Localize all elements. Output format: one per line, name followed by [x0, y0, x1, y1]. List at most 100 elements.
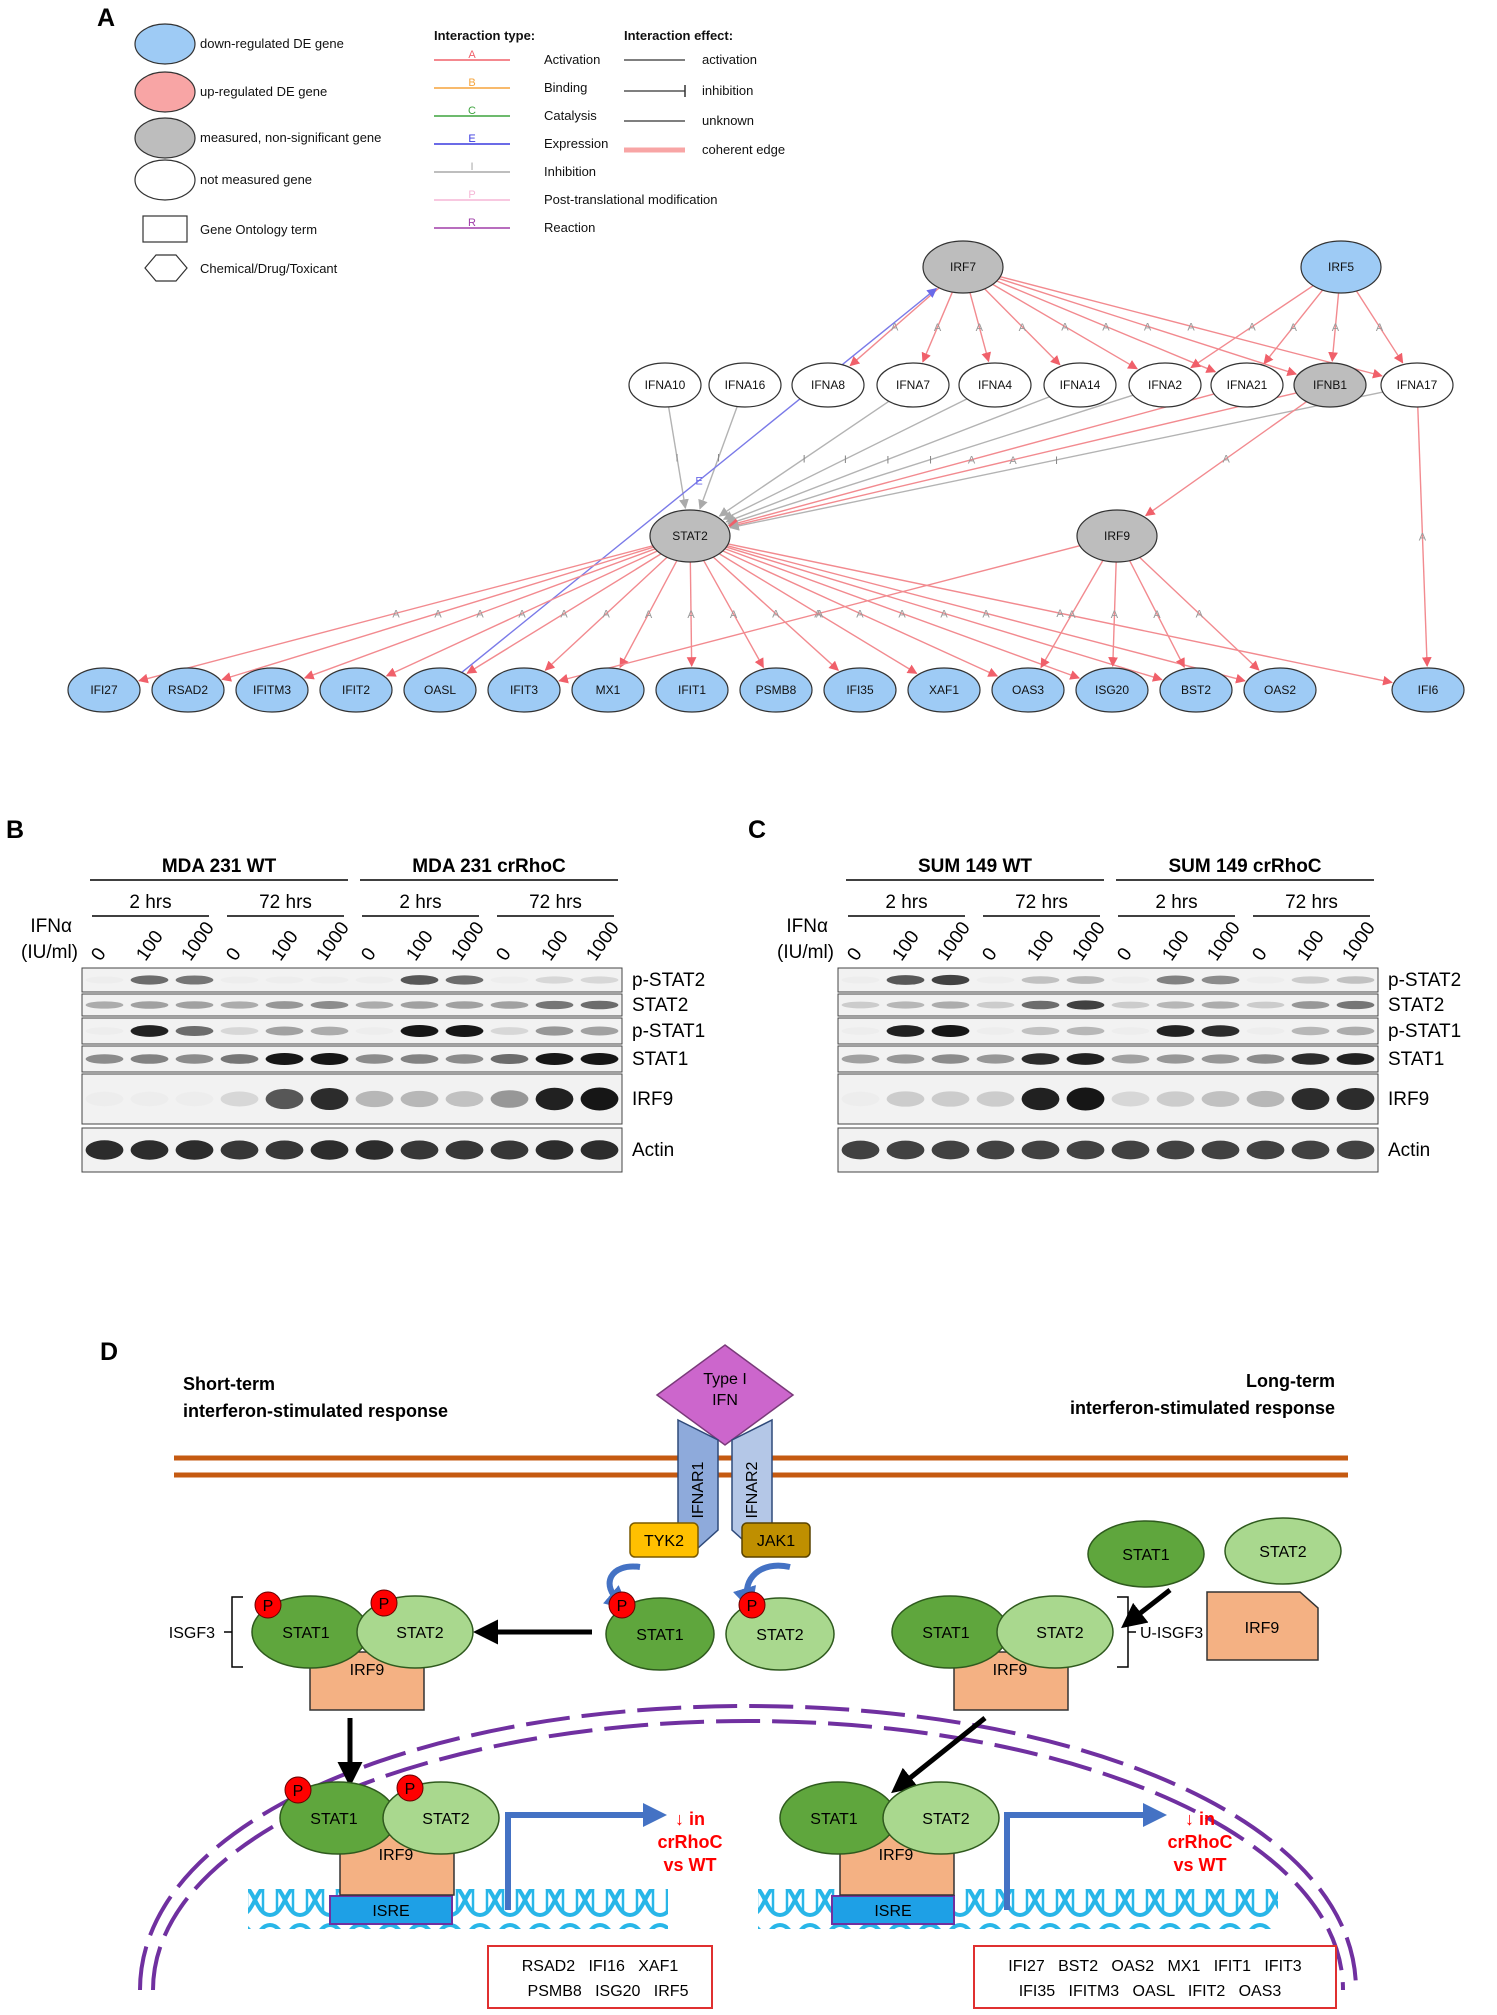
network-node [571, 667, 645, 713]
blot-band [445, 1001, 484, 1009]
legend-type-letter: B [468, 77, 475, 89]
network-edge-label: A [1248, 322, 1256, 334]
nuclear-u-isgf3-stat2 [882, 1781, 1000, 1855]
blot-dose-label: 0 [843, 944, 866, 965]
blot-dose-label: 0 [1248, 944, 1271, 965]
network-edge-label: A [1061, 322, 1069, 334]
legend-effect-coherent: coherent edge [702, 142, 785, 157]
blot-band [931, 1054, 970, 1064]
network-node-label: OASL [424, 683, 456, 697]
legend-type-letter: I [470, 161, 473, 173]
blot-band [265, 1001, 304, 1009]
blot-band [85, 1091, 124, 1107]
phospho-icon [608, 1591, 636, 1619]
network-edge [698, 406, 738, 510]
blot-band [310, 1140, 349, 1160]
blot-band [1291, 1087, 1330, 1111]
nuclear-u-isgf3-irf9-label: IRF9 [879, 1847, 914, 1864]
legend-notmeasured-swatch [134, 159, 196, 201]
network-node [628, 362, 702, 408]
blot-band [265, 1088, 304, 1110]
blot-band [355, 1054, 394, 1064]
blot-band [445, 1091, 484, 1107]
blot-group-label: MDA 231 crRhoC [412, 856, 566, 877]
blot-group-label: MDA 231 WT [162, 856, 277, 877]
nuclear-isgf3-stat2-label: STAT2 [422, 1811, 470, 1828]
blot-treatment-label: IFNα [786, 916, 828, 937]
blot-band [976, 1001, 1015, 1009]
type-i-ifn-diamond [655, 1344, 795, 1446]
blot-band [310, 976, 349, 984]
network-edge [992, 283, 1138, 370]
u-stat2-label: STAT2 [1259, 1544, 1307, 1561]
u-isgf3-bracket [1117, 1596, 1136, 1668]
legend-effects-title: Interaction effect: [624, 28, 733, 43]
network-edge [921, 291, 954, 363]
network-node [791, 362, 865, 408]
legend-measured-label: measured, non-significant gene [200, 130, 381, 145]
network-edge-label: I [675, 453, 678, 465]
network-edge-label: A [934, 322, 942, 334]
network-edge-label: A [687, 609, 695, 621]
blot-dose-label: 100 [132, 927, 167, 965]
legend-go-label: Gene Ontology term [200, 222, 317, 237]
network-node [649, 509, 731, 563]
legend-type-label: Activation [544, 52, 600, 67]
blot-band [400, 975, 439, 985]
u-stat2 [1224, 1517, 1342, 1585]
network-edge-label: A [891, 322, 899, 334]
blot-band [85, 1027, 124, 1035]
blot-strip [837, 967, 1379, 993]
u-isgf3-stat2 [996, 1595, 1114, 1669]
blot-row-label: STAT1 [1388, 1049, 1444, 1070]
legend-type-letter: P [468, 189, 475, 201]
network-edge [726, 394, 1134, 526]
blot-band [841, 976, 880, 984]
blot-band [1066, 1140, 1105, 1160]
blot-band [1156, 1091, 1195, 1107]
network-node-label: IFNA14 [1060, 378, 1101, 392]
network-edge [722, 550, 999, 677]
legend-go-swatch [142, 215, 188, 243]
network-edge [303, 548, 656, 680]
network-node [67, 667, 141, 713]
blot-band [220, 976, 259, 984]
network-edge-label: A [982, 608, 990, 620]
blot-band [886, 1140, 925, 1160]
isgf3-label: ISGF3 [169, 1625, 215, 1642]
blot-band [535, 1053, 574, 1065]
network-edge [996, 280, 1217, 373]
jak1-label: JAK1 [757, 1533, 795, 1550]
network-edge [703, 560, 764, 669]
network-edge-label: A [603, 609, 611, 621]
blot-band [976, 1027, 1015, 1035]
network-edge [726, 545, 1246, 684]
nucleus-envelope-inner [151, 1718, 1345, 1991]
ifnar1-label: IFNAR1 [690, 1461, 707, 1518]
blot-dose-label: 1000 [1338, 918, 1379, 965]
blot-band [490, 1090, 529, 1108]
blot-band [1111, 1027, 1150, 1035]
network-edge-label: A [1144, 321, 1152, 333]
network-edge-label: A [1332, 322, 1340, 334]
network-edge-label: A [1111, 609, 1119, 621]
blot-band [175, 1001, 214, 1009]
network-edge-label: A [940, 608, 948, 620]
blot-row-label: Actin [1388, 1140, 1430, 1161]
network-node-label: IFNA4 [978, 378, 1012, 392]
network-node-label: IFI35 [846, 683, 874, 697]
blot-band [310, 1053, 349, 1065]
blot-band [535, 1026, 574, 1036]
phospho-icon [396, 1774, 424, 1802]
long-term-title-2: interferon-stimulated response [1070, 1398, 1335, 1418]
blot-band [355, 1027, 394, 1035]
legend-chem-label: Chemical/Drug/Toxicant [200, 261, 338, 276]
u-isgf3-stat1-label: STAT1 [922, 1625, 970, 1642]
network-edge [727, 393, 1215, 528]
blot-band [886, 1054, 925, 1064]
network-edge [984, 288, 1061, 366]
network-edge-label: A [1187, 321, 1195, 333]
